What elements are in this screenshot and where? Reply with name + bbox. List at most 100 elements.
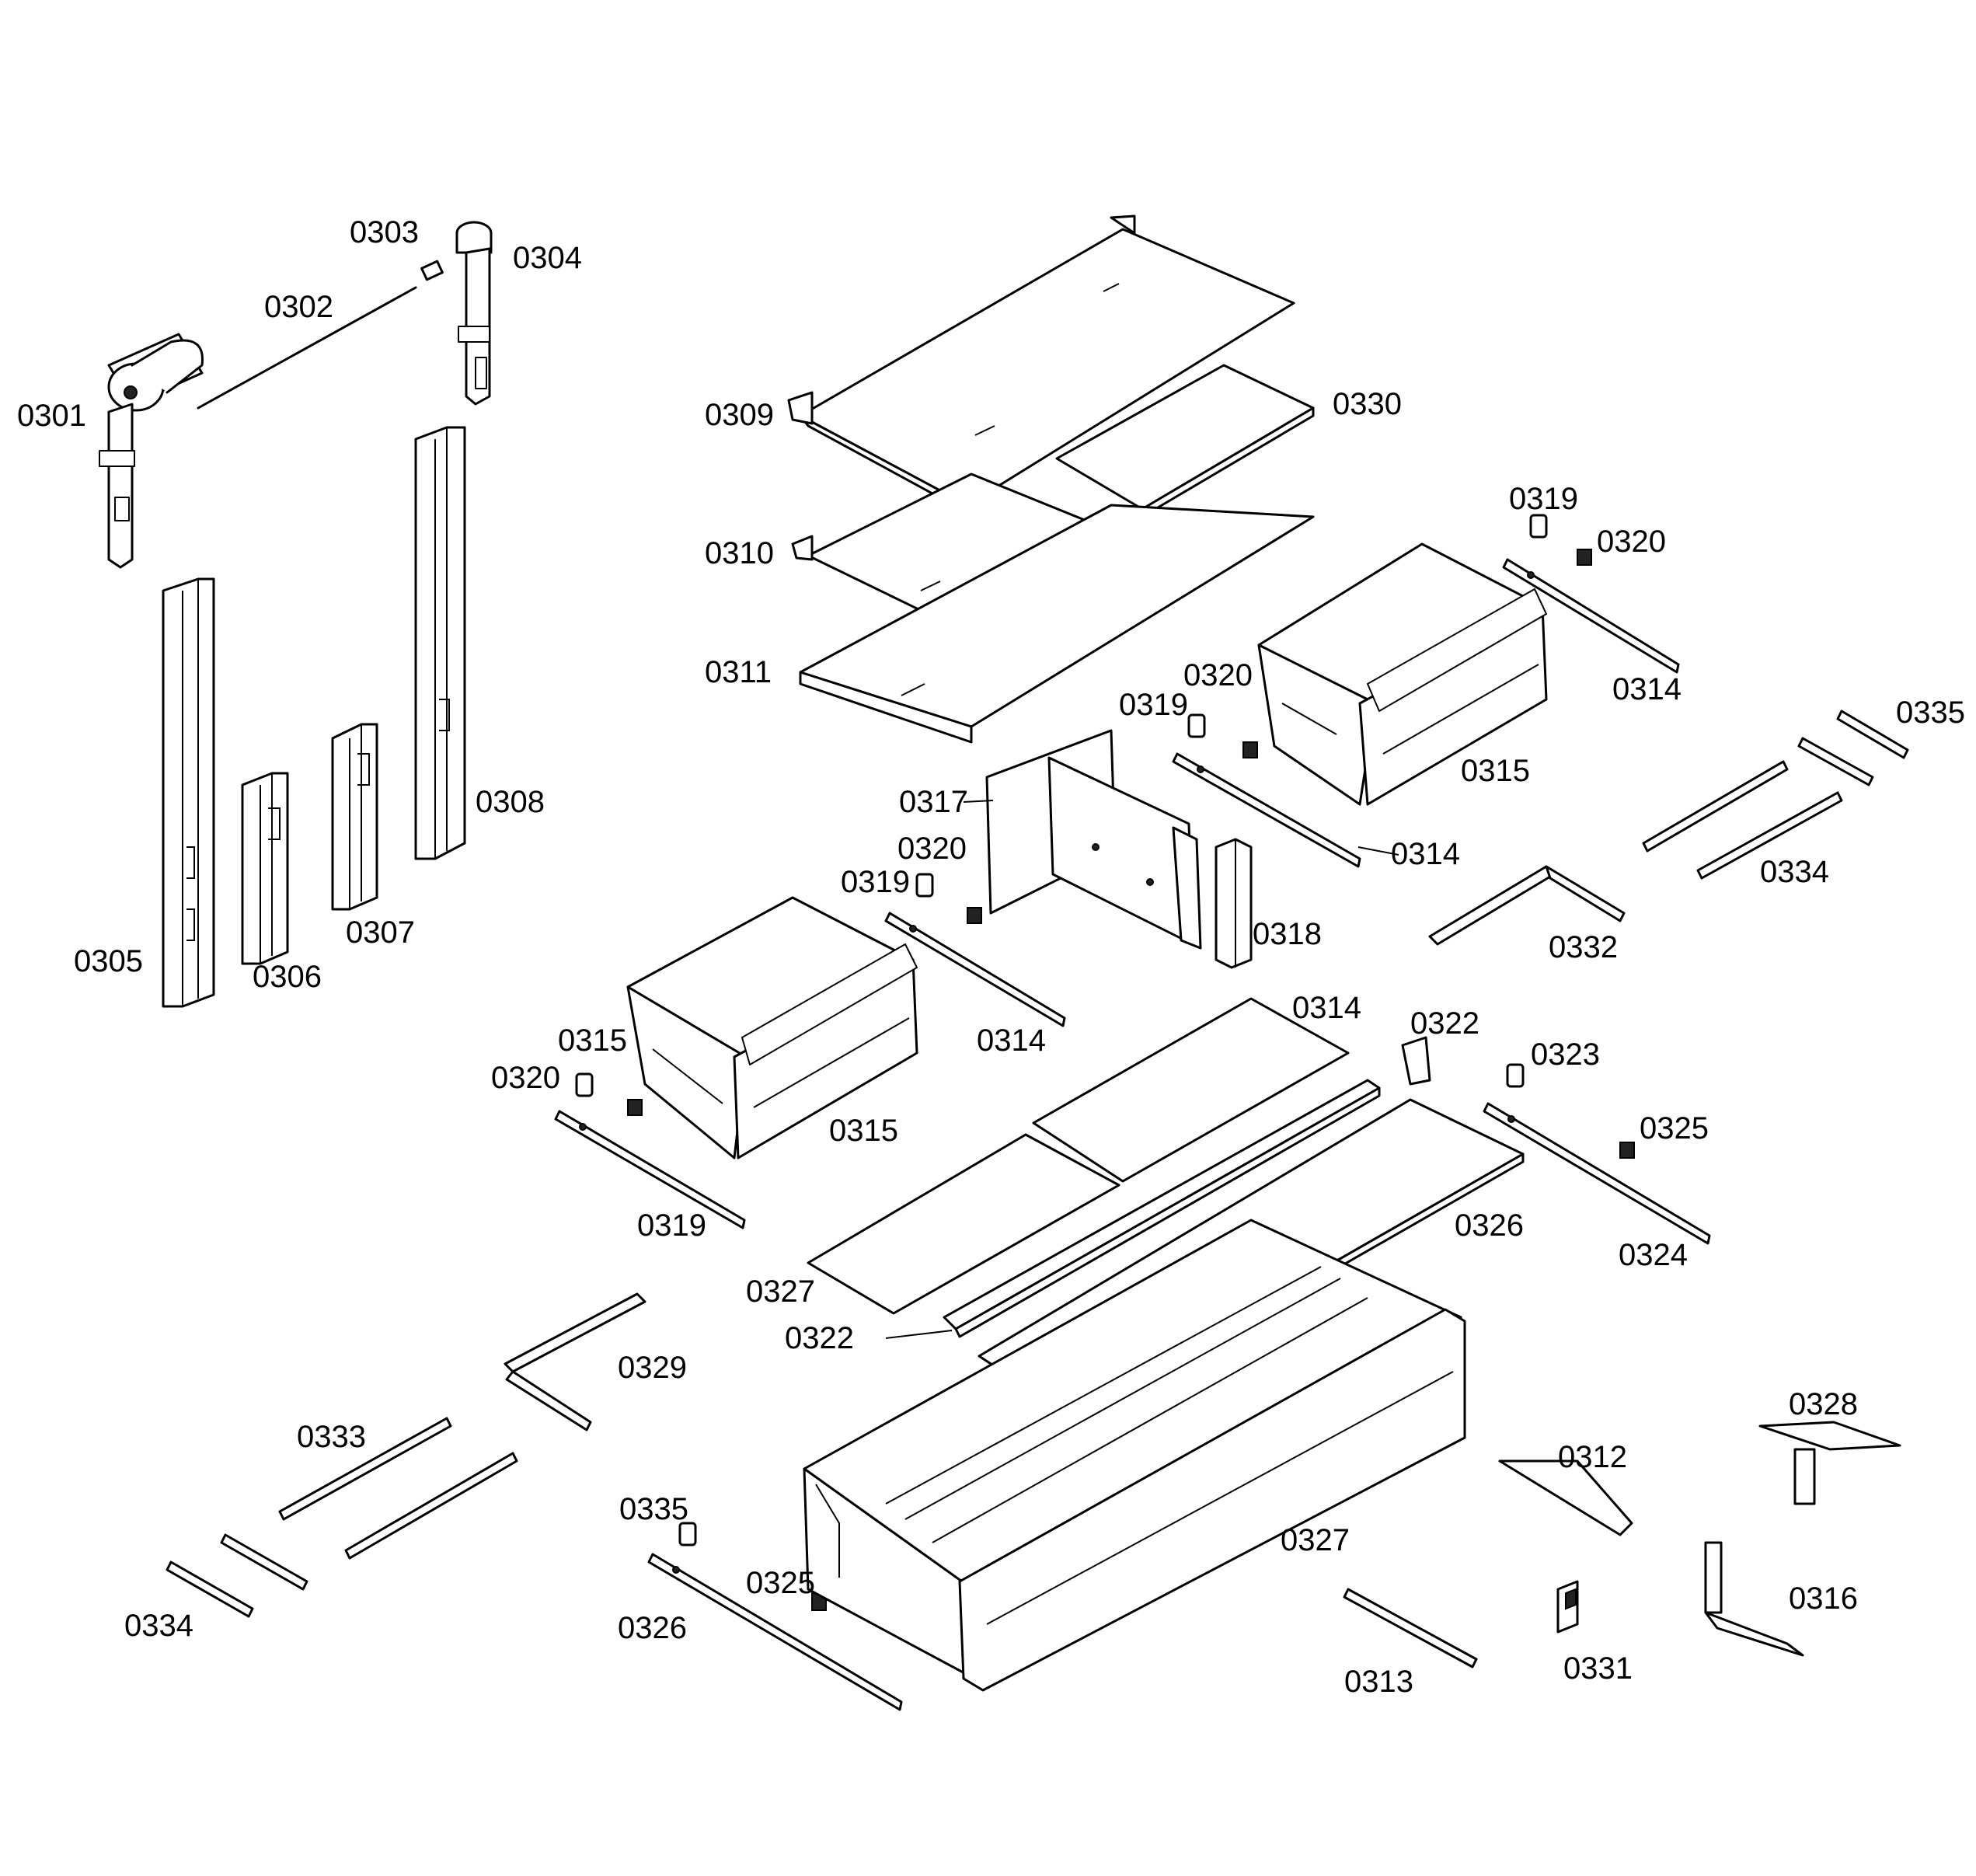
callout-0316: 0312 [1558, 1440, 1627, 1474]
part-0306-channel [241, 772, 289, 965]
part-0301-damper-motor [99, 333, 204, 569]
part-0335-strip-left [166, 1533, 308, 1618]
part-0322-panel-upper [1032, 997, 1350, 1183]
callout-0333: 0329 [618, 1351, 687, 1385]
callout-0308: 0308 [476, 785, 545, 819]
leader-lines [885, 800, 1399, 1339]
callout-0328: 0327 [1281, 1523, 1350, 1557]
part-0318-post [1215, 838, 1253, 969]
part-0328-drawer [803, 1219, 1466, 1692]
part-0329-rail [943, 1079, 1381, 1338]
part-0317-divider [985, 729, 1202, 950]
callout-0309: 0309 [705, 398, 774, 432]
callout-0334: 0333 [297, 1420, 366, 1454]
callout-0320: 0320 [1597, 525, 1666, 559]
callout-0314: 0319 [637, 1208, 706, 1243]
part-0325-clip-left [678, 1522, 697, 1546]
callout-0330: 0330 [1333, 387, 1402, 421]
part-0320-clip-a [1577, 549, 1592, 566]
callout-0315: 0315 [829, 1114, 898, 1148]
callout-0334: 0334 [1760, 855, 1829, 889]
part-0314-rail-d [554, 1110, 746, 1229]
part-0333-bracket [504, 1292, 646, 1431]
callout-0325: 0323 [1531, 1037, 1600, 1072]
part-0309-shelf [787, 214, 1295, 518]
callout-0307: 0307 [346, 915, 415, 950]
callout-0312: 0328 [1789, 1387, 1858, 1421]
part-0334-strip-left [278, 1417, 518, 1560]
part-0319-clip-c [915, 873, 934, 898]
part-0334-strip-right [1642, 760, 1843, 880]
callout-0306: 0306 [253, 960, 322, 994]
part-0305-channel [162, 577, 215, 1008]
callout-0310: 0310 [705, 536, 774, 570]
callout-0305: 0305 [74, 944, 143, 978]
callout-0314: 0314 [977, 1023, 1046, 1058]
callout-labels: 0301 0302 0303 0304 0305 0306 0307 0308 … [17, 215, 1965, 1699]
callout-0322: 0314 [1292, 991, 1361, 1025]
part-0314-rail-b [1172, 752, 1361, 868]
part-0304-hinge [455, 221, 493, 406]
part-0313-bracket [1704, 1541, 1804, 1657]
callout-0320: 0320 [1183, 658, 1253, 692]
callout-0327: 0326 [618, 1611, 687, 1645]
callout-0301: 0301 [17, 399, 86, 433]
part-0325-clip-right [1506, 1063, 1525, 1088]
part-0319-clip-b [1187, 713, 1206, 738]
part-0320-clip-b [1242, 741, 1258, 758]
callout-0317: 0317 [899, 785, 968, 819]
callout-0331: 0313 [1344, 1665, 1413, 1699]
callout-0326: 0325 [1640, 1111, 1709, 1145]
part-0327-rail-right [1483, 1102, 1711, 1245]
part-0323-bracket [1401, 1036, 1431, 1086]
callout-0326: 0325 [746, 1566, 815, 1600]
part-0312-bracket [1758, 1421, 1901, 1505]
part-0326-clip-right [1619, 1142, 1635, 1159]
callout-0325: 0335 [619, 1492, 688, 1526]
callout-0314: 0314 [1391, 837, 1460, 871]
callout-0320: 0320 [897, 832, 967, 866]
part-0319-clip-d [575, 1072, 594, 1097]
callout-0335: 0335 [1896, 696, 1965, 730]
part-0320-clip-c [967, 907, 982, 924]
part-0314-rail-a [1502, 558, 1680, 674]
callout-0302: 0302 [264, 290, 333, 324]
part-0322-panel-lower [807, 1133, 1120, 1315]
part-0327-rail-left [647, 1553, 903, 1711]
callout-0319: 0319 [1509, 482, 1578, 516]
callout-0335: 0334 [124, 1609, 193, 1643]
callout-0319: 0320 [491, 1061, 560, 1095]
callout-0318: 0318 [1253, 917, 1322, 951]
callout-0319: 0319 [1119, 688, 1188, 722]
part-0332-bracket [1428, 865, 1626, 946]
callout-0322: 0327 [746, 1274, 815, 1309]
callout-0315: 0315 [1461, 754, 1530, 788]
part-0335-strip-right [1797, 710, 1909, 786]
callout-0327: 0324 [1619, 1238, 1688, 1272]
part-0319-clip-a [1529, 514, 1548, 539]
callout-0319: 0319 [841, 865, 910, 899]
part-0311-shelf [799, 504, 1315, 744]
callout-0313: 0316 [1789, 1581, 1858, 1616]
callout-0323: 0322 [1410, 1006, 1479, 1041]
callout-0321: 0331 [1563, 1651, 1633, 1686]
callout-0311: 0311 [705, 655, 772, 689]
callout-0332: 0332 [1549, 930, 1618, 964]
part-0314-rail-c [884, 912, 1066, 1027]
callout-0314: 0314 [1612, 672, 1682, 706]
callout-0329: 0322 [785, 1321, 854, 1355]
part-0308-channel [414, 426, 466, 860]
part-0303-bushing [420, 260, 444, 281]
callout-0303: 0303 [350, 215, 419, 249]
callout-0304: 0304 [513, 241, 582, 275]
part-0315-bin-upper [1257, 542, 1548, 806]
part-0330-shelf [1055, 364, 1315, 518]
part-0307-channel [331, 723, 378, 911]
part-0320-clip-d [627, 1099, 643, 1116]
part-0302-rod [197, 286, 417, 410]
callout-0320: 0315 [558, 1023, 627, 1058]
callout-0324: 0326 [1455, 1208, 1524, 1243]
part-0315-bin-lower [626, 896, 918, 1159]
part-0316-strip [1498, 1459, 1633, 1536]
